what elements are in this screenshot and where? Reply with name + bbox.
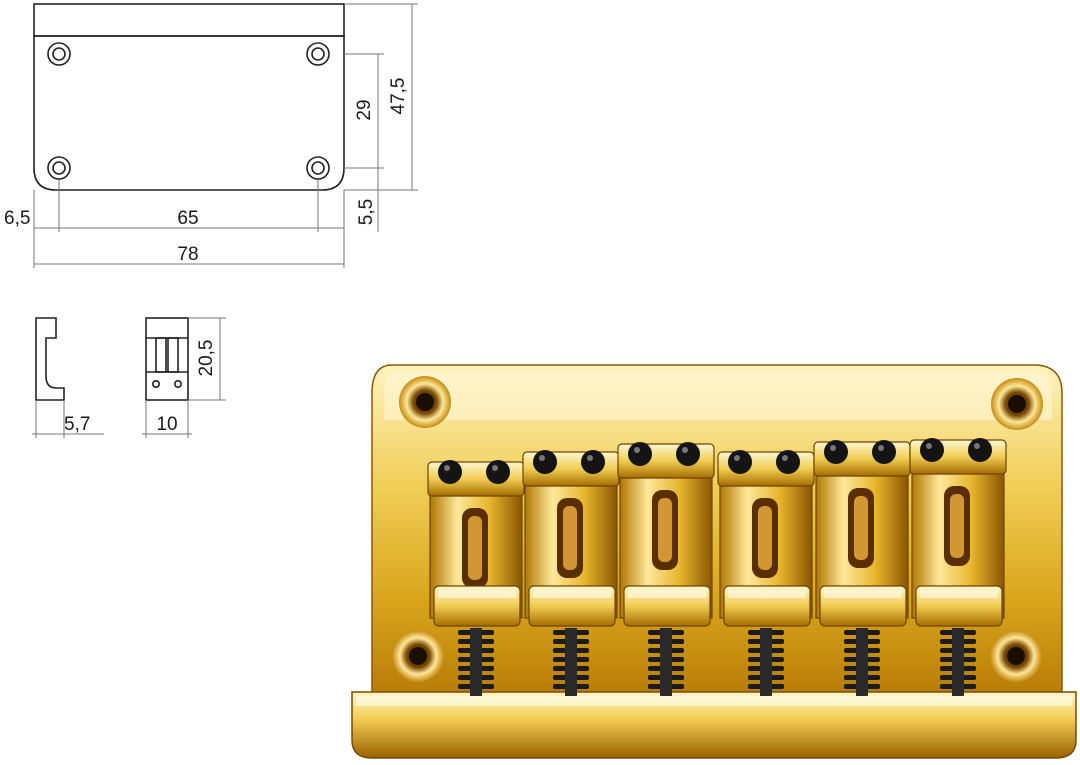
saddle [909,438,1007,696]
bridge-product-image [351,364,1077,759]
dim-saddle-width: 10 [156,414,177,435]
dim-width-total: 78 [177,244,198,265]
height-screw-icon [628,442,652,466]
screw-hole-icon [990,630,1042,682]
height-screw-icon [776,450,800,474]
dim-saddle-height: 20,5 [196,340,217,377]
dim-side-depth: 5,7 [64,414,90,435]
height-screw-icon [968,438,992,462]
side-profile-drawing: 5,7 [32,317,104,438]
saddle [717,450,815,696]
rear-lip [351,691,1077,759]
dim-offset-bottom: 5,5 [356,199,377,225]
mounting-hole-icon [47,42,71,66]
plate-flange-outline [33,3,345,37]
plate-outline [33,35,345,191]
dim-height-total: 47,5 [388,78,409,115]
saddle-outline [145,317,189,401]
saddle [522,450,620,696]
height-screw-icon [438,460,462,484]
dim-hole-spacing-vertical: 29 [354,99,375,120]
height-screw-icon [676,442,700,466]
screw-hole-icon [991,378,1043,430]
height-screw-icon [728,450,752,474]
height-screw-icon [533,450,557,474]
mounting-hole-icon [306,156,330,180]
height-screw-icon [486,460,510,484]
mounting-hole-icon [47,156,71,180]
dim-offset-left: 6,5 [4,208,30,229]
top-view-drawing: 47,5 29 5,5 6,5 65 78 [4,3,418,268]
saddle [813,440,911,696]
height-screw-icon [824,440,848,464]
height-screw-icon [872,440,896,464]
screw-hole-icon [392,630,444,682]
mounting-hole-icon [306,42,330,66]
height-screw-icon [581,450,605,474]
dim-hole-spacing-horizontal: 65 [177,208,198,229]
saddle [427,460,525,696]
side-profile-outline [35,317,65,401]
saddle-front-drawing: 20,5 10 [142,317,226,438]
saddle [617,442,715,696]
screw-hole-icon [399,376,451,428]
height-screw-icon [920,438,944,462]
saddle-group [427,438,1007,696]
